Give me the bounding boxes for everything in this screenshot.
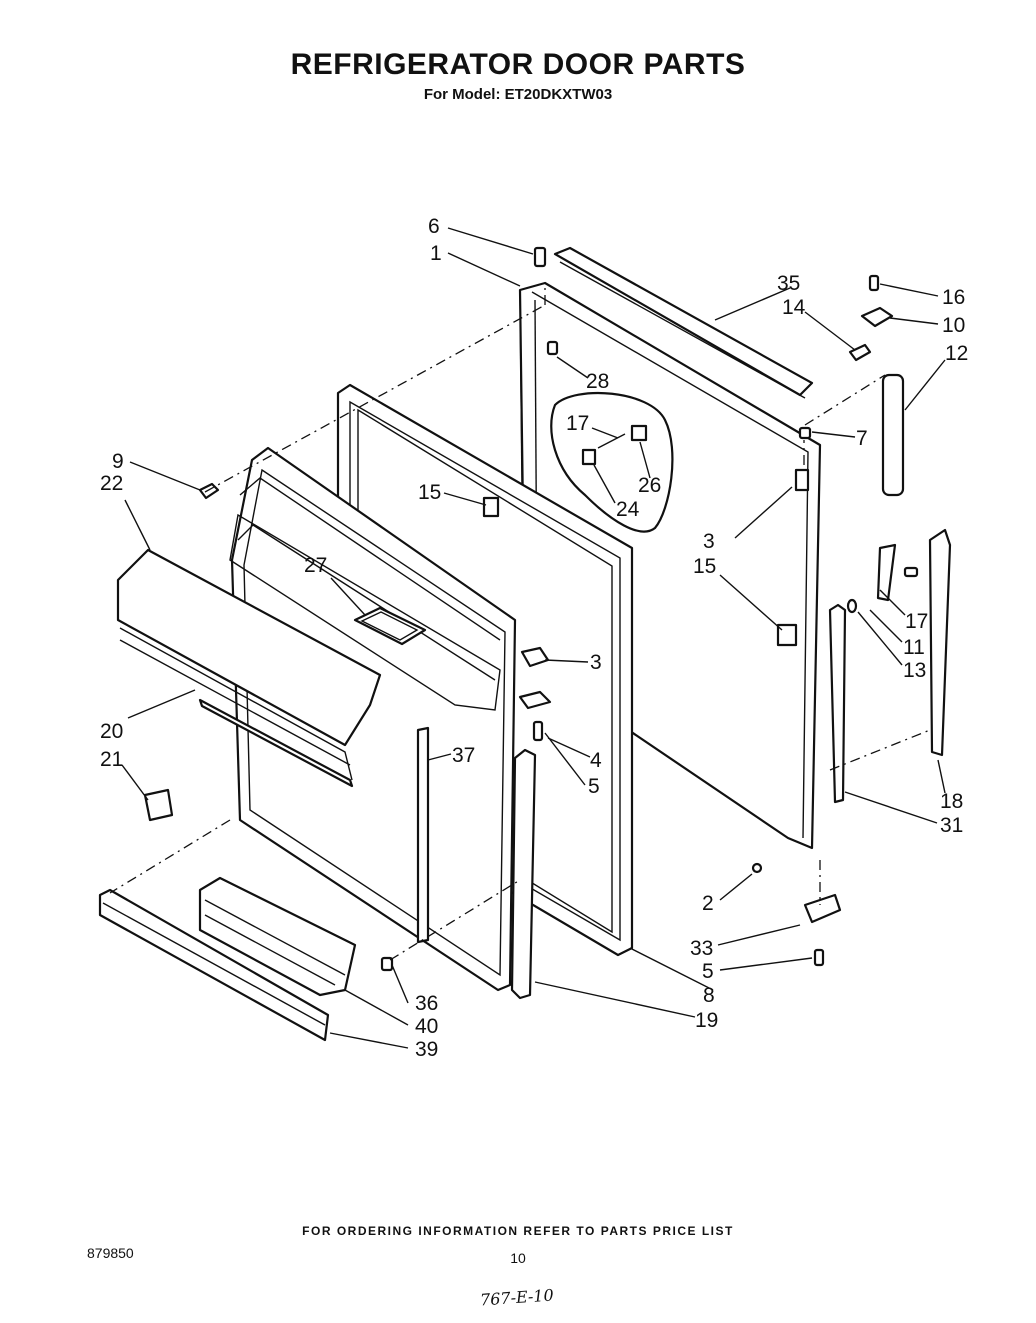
- document-number: 879850: [87, 1245, 134, 1261]
- shelf-support-37: [416, 726, 430, 944]
- callout-28: 28: [586, 370, 609, 393]
- callout-labels: 6 1 35 16 14 10 12 28 17 7 26 24 9 22 15…: [100, 215, 968, 1061]
- callout-1: 1: [430, 242, 442, 265]
- callout-20: 20: [100, 720, 123, 743]
- callout-17-right: 17: [905, 610, 928, 633]
- callout-14: 14: [782, 296, 806, 319]
- hinge-pin: [881, 373, 905, 497]
- callout-5-bottom: 5: [702, 960, 714, 983]
- leader-lines: [121, 227, 946, 1049]
- side-strip-31: [828, 603, 847, 804]
- callout-4: 4: [590, 749, 602, 772]
- small-hardware: [143, 246, 919, 972]
- callout-37: 37: [452, 744, 475, 767]
- callout-36: 36: [415, 992, 438, 1015]
- callout-5-center: 5: [588, 775, 600, 798]
- callout-16: 16: [942, 286, 965, 309]
- callout-13: 13: [903, 659, 926, 682]
- breaker-strip-18: [928, 528, 952, 757]
- callout-8: 8: [703, 984, 715, 1007]
- cutaway-detail: [550, 391, 674, 533]
- callout-15-right: 15: [693, 555, 716, 578]
- callout-40: 40: [415, 1015, 438, 1038]
- model-subtitle: For Model: ET20DKXTW03: [423, 86, 613, 103]
- callout-27: 27: [304, 554, 327, 577]
- callout-7: 7: [856, 427, 868, 450]
- callout-17-detail: 17: [566, 412, 589, 435]
- callout-35: 35: [777, 272, 800, 295]
- callout-10: 10: [942, 314, 965, 337]
- ordering-note: FOR ORDERING INFORMATION REFER TO PARTS …: [302, 1224, 734, 1238]
- callout-21: 21: [100, 748, 123, 771]
- callout-3-right: 3: [703, 530, 715, 553]
- callout-11: 11: [903, 636, 925, 659]
- callout-2: 2: [702, 892, 714, 915]
- callout-9: 9: [112, 450, 124, 473]
- callout-12: 12: [945, 342, 968, 365]
- callout-31: 31: [940, 814, 963, 837]
- callout-26: 26: [638, 474, 661, 497]
- door-shelf-rail: [116, 548, 382, 788]
- callout-19: 19: [695, 1009, 718, 1032]
- callout-15-left: 15: [418, 481, 441, 504]
- inner-door-liner: [229, 446, 517, 992]
- door-edge-strip: [510, 748, 537, 1000]
- callout-6: 6: [428, 215, 440, 238]
- callout-3-center: 3: [590, 651, 602, 674]
- page-title: REFRIGERATOR DOOR PARTS: [290, 48, 746, 81]
- callout-18: 18: [940, 790, 963, 813]
- callout-24: 24: [616, 498, 640, 521]
- callout-33: 33: [690, 937, 713, 960]
- page-number: 10: [510, 1250, 526, 1266]
- assembly-lines: [109, 285, 931, 961]
- top-trim-strip: [553, 246, 814, 399]
- bottom-trim: [98, 888, 330, 1042]
- callout-39: 39: [415, 1038, 438, 1061]
- callout-22: 22: [100, 472, 123, 495]
- butter-compartment-door: [353, 606, 427, 646]
